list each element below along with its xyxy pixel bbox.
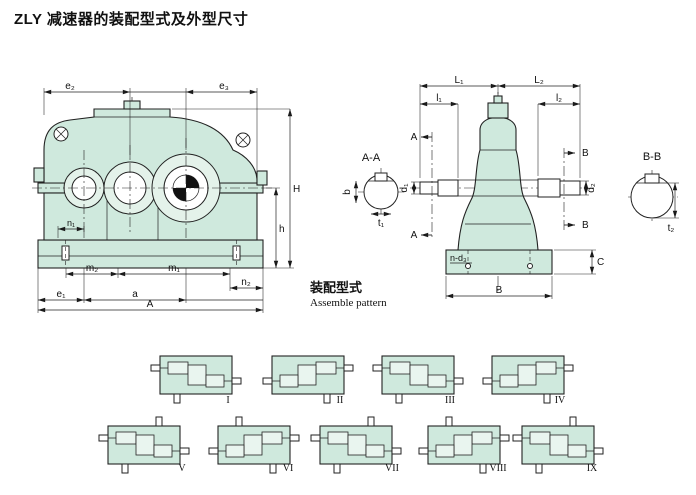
front-view: e₂ e₃ H h n₁ <box>32 81 300 313</box>
bolt-holes-label: n-d₃ <box>450 253 467 263</box>
input-shaft <box>437 179 459 197</box>
dim-e2-label: e₂ <box>65 81 75 92</box>
output-shaft <box>537 178 561 198</box>
assemble-title-en: Assemble pattern <box>310 297 387 309</box>
pattern-label-8: VIII <box>489 463 506 474</box>
side-view: A A B B L₁ L₂ l₁ l₂ <box>399 75 604 299</box>
side-base <box>445 249 553 275</box>
dim-e1-label: e₁ <box>57 289 67 300</box>
top-cover <box>487 102 509 119</box>
cut-a-bottom-label: A <box>411 230 418 241</box>
pattern-label-3: III <box>445 395 455 406</box>
vent-plug <box>123 100 141 110</box>
side-housing <box>457 117 539 251</box>
dim-a-label: a <box>132 289 138 300</box>
reducer-base <box>37 239 264 269</box>
pattern-label-5: V <box>178 463 186 474</box>
dim-n1-label: n₁ <box>67 218 75 228</box>
section-aa: A-A b t₁ <box>342 152 404 229</box>
pattern-label-9: IX <box>587 463 598 474</box>
dim-m2-label: m₂ <box>86 263 98 274</box>
dim-l1-label: l₁ <box>436 93 442 104</box>
lifting-hole-icon <box>53 126 69 142</box>
dim-n2-label: n₂ <box>241 277 251 288</box>
section-aa-title: A-A <box>362 152 381 164</box>
keyway <box>374 172 388 182</box>
section-bb-title: B-B <box>643 151 661 163</box>
dim-A-label: A <box>147 299 154 310</box>
dim-C-label: C <box>597 257 604 268</box>
dim-t2-label: t₂ <box>668 223 675 234</box>
dim-L2-label: L₂ <box>534 75 544 86</box>
dim-d2-label: d₂ <box>586 183 597 193</box>
keyway <box>644 173 660 184</box>
pattern-label-7: VII <box>385 463 399 474</box>
cut-a-top-label: A <box>411 132 418 143</box>
page-title: ZLY 减速器的装配型式及外型尺寸 <box>14 11 249 28</box>
dim-h-label: h <box>279 224 285 235</box>
lifting-hole-icon <box>235 132 251 148</box>
dim-t1-label: t₁ <box>378 218 385 229</box>
dim-H-label: H <box>293 184 300 195</box>
dim-l2-label: l₂ <box>556 93 562 104</box>
cut-b-bottom-label: B <box>582 220 589 231</box>
cut-b-top-label: B <box>582 148 589 159</box>
dim-B-label: B <box>496 285 503 296</box>
dim-d1-label: d₁ <box>399 183 410 193</box>
dim-e3-label: e₃ <box>219 81 229 92</box>
dim-L1-label: L₁ <box>455 75 465 86</box>
section-bb: B-B t₂ <box>628 151 679 234</box>
pattern-label-2: II <box>337 395 344 406</box>
pattern-label-4: IV <box>555 395 566 406</box>
dim-m1-label: m₁ <box>168 263 180 274</box>
assemble-title-zh: 装配型式 <box>309 280 362 295</box>
dim-b-label: b <box>342 189 353 195</box>
assembly-pattern-v <box>98 416 190 474</box>
pattern-label-6: VI <box>283 463 294 474</box>
assembly-patterns: I II III IV V VI VII VIII IX <box>98 355 604 474</box>
pattern-label-1: I <box>226 395 229 406</box>
